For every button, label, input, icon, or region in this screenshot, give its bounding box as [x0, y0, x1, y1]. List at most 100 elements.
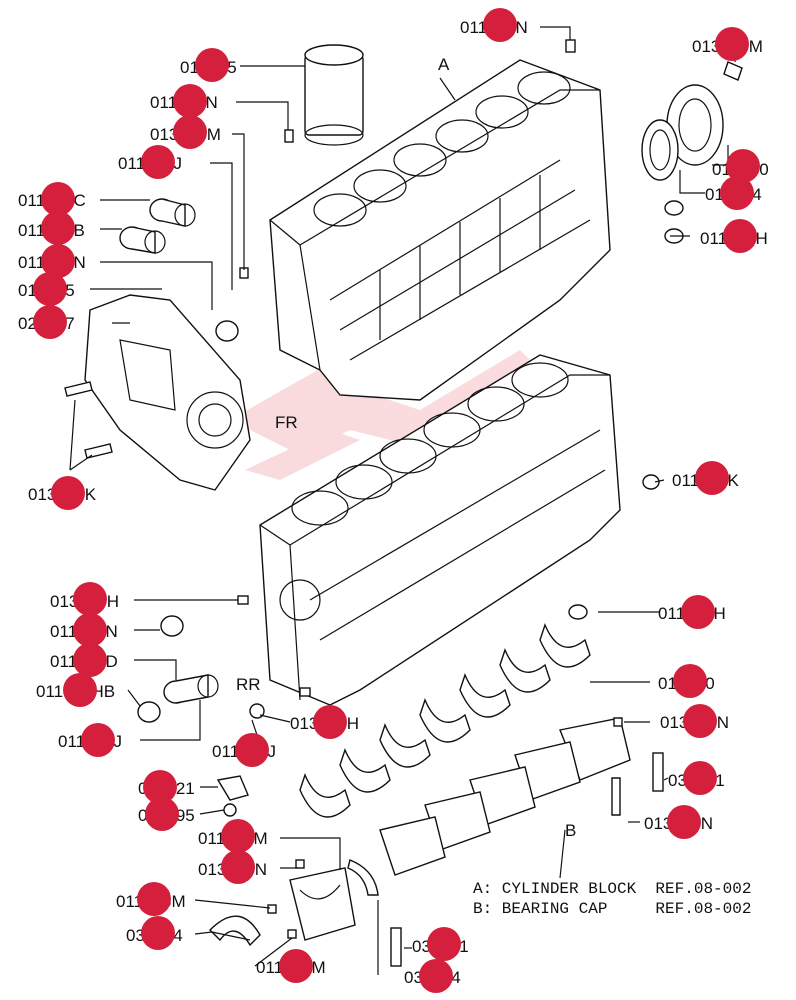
badge-icon [141, 916, 175, 950]
pin-upper-1[interactable] [284, 129, 294, 143]
callout-c12[interactable]: 011395H [700, 219, 768, 253]
callout-c5[interactable]: 013877M [150, 115, 221, 149]
badge-icon [73, 582, 107, 616]
thrust-bearing-cap[interactable] [289, 867, 356, 941]
cylinder-bores-upper [313, 71, 571, 227]
callout-c15[interactable]: 013977K [28, 476, 97, 510]
callout-c19[interactable]: 011395H [658, 595, 726, 629]
seal-lower-left[interactable] [160, 615, 184, 637]
cylinder-bores-lower [291, 362, 569, 526]
pin-lower-2[interactable] [299, 687, 311, 697]
callout-c34[interactable]: 030414 [126, 916, 183, 950]
dowel-2[interactable] [295, 859, 305, 869]
callout-c4[interactable]: 011386N [150, 84, 218, 118]
callout-c18[interactable]: 011395N [50, 613, 118, 647]
callout-c32[interactable]: 013877N [198, 850, 267, 884]
callout-c3[interactable]: 013555 [180, 48, 237, 82]
seal-upper-left[interactable] [215, 320, 239, 342]
callout-c20[interactable]: 011396D [50, 643, 118, 677]
thrust-washer-2[interactable] [347, 859, 379, 896]
badge-icon [41, 211, 75, 245]
bolt-front-1[interactable] [64, 381, 93, 397]
badge-icon [173, 84, 207, 118]
relief-valve[interactable] [223, 803, 237, 817]
callout-c2[interactable]: 013977M [692, 27, 763, 61]
badge-icon [63, 673, 97, 707]
callout-c9[interactable]: 011396C [18, 182, 86, 216]
callout-c27[interactable]: 013821 [138, 770, 195, 804]
callout-c1[interactable]: 011386N [460, 8, 528, 42]
badge-icon [726, 149, 760, 183]
badge-icon [673, 664, 707, 698]
callout-c22[interactable]: 011395HB [36, 673, 115, 707]
badge-icon [695, 461, 729, 495]
bolt-bearing-cap[interactable] [611, 777, 621, 816]
bearing-caps[interactable] [379, 717, 631, 876]
ref-note-a: A: CYLINDER BLOCK REF.08-002 [473, 880, 751, 898]
callout-c24[interactable]: 013877H [290, 705, 359, 739]
callout-c10[interactable]: 011396B [18, 211, 85, 245]
thrust-washer-1[interactable] [209, 915, 261, 947]
callout-c11[interactable]: 011395N [18, 244, 86, 278]
seal-lower-hb[interactable] [137, 701, 161, 723]
plug-upper-1[interactable] [664, 200, 684, 216]
pin-lower-1[interactable] [237, 595, 249, 605]
dowel-1[interactable] [613, 717, 623, 727]
dowel-3[interactable] [267, 904, 277, 914]
callout-c13[interactable]: 013245 [18, 272, 75, 306]
rear-label: RR [236, 675, 261, 694]
callout-c26[interactable]: 011395J [212, 733, 276, 767]
block-letter-a: A [438, 55, 450, 74]
callout-c17[interactable]: 013877H [50, 582, 119, 616]
badge-icon [73, 643, 107, 677]
cylinder-block-upper[interactable] [269, 59, 611, 401]
badge-icon [681, 595, 715, 629]
callout-c31[interactable]: 011386M [198, 819, 268, 853]
badge-icon [195, 48, 229, 82]
badge-icon [720, 176, 754, 210]
callout-c6[interactable]: 011395J [118, 145, 182, 179]
plug-lower-2[interactable] [568, 604, 588, 620]
badge-icon [51, 476, 85, 510]
plug-lower-3[interactable] [249, 703, 265, 719]
callout-c35[interactable]: 030651 [412, 927, 469, 961]
badge-icon [723, 219, 757, 253]
cylinder-liner[interactable] [304, 44, 364, 146]
callout-c21[interactable]: 013040 [658, 664, 715, 698]
plug-lower-1[interactable] [642, 474, 660, 490]
callout-c33[interactable]: 011386M [116, 882, 186, 916]
callout-c28[interactable]: 030621 [668, 761, 725, 795]
oil-jet[interactable] [216, 775, 249, 801]
badge-icon [33, 305, 67, 339]
callout-c14[interactable]: 020217 [18, 305, 75, 339]
callout-c29[interactable]: 013095 [138, 797, 195, 831]
badge-icon [427, 927, 461, 961]
badge-icon [235, 733, 269, 767]
bushing-d[interactable] [163, 674, 219, 704]
front-label: FR [275, 413, 298, 432]
front-plate[interactable] [84, 294, 251, 491]
callout-c7[interactable]: 013080 [712, 149, 769, 183]
rear-oil-seal-housing[interactable] [641, 61, 743, 181]
badge-icon [33, 272, 67, 306]
dowel-4[interactable] [287, 929, 297, 939]
callout-c16[interactable]: 011395K [672, 461, 739, 495]
pin-upper-2[interactable] [565, 39, 576, 53]
callout-c25[interactable]: 013877N [660, 704, 729, 738]
badge-icon [715, 27, 749, 61]
callout-c8[interactable]: 013034 [705, 176, 762, 210]
bolt-front-2[interactable] [84, 443, 113, 459]
badge-icon [41, 244, 75, 278]
callout-c36[interactable]: 011386M [256, 949, 326, 983]
watermark-logo [230, 330, 540, 480]
bearing-shells-upper[interactable] [299, 623, 591, 818]
callout-c30[interactable]: 013977N [644, 805, 713, 839]
callout-c23[interactable]: 011396J [58, 723, 122, 757]
bushing-b[interactable] [119, 226, 166, 254]
bearing-key-1[interactable] [652, 752, 664, 792]
bushing-c[interactable] [149, 198, 196, 227]
callout-c37[interactable]: 030414 [404, 959, 461, 993]
bearing-key-2[interactable] [390, 927, 402, 967]
cylinder-block-lower[interactable] [259, 354, 621, 706]
badge-icon [483, 8, 517, 42]
